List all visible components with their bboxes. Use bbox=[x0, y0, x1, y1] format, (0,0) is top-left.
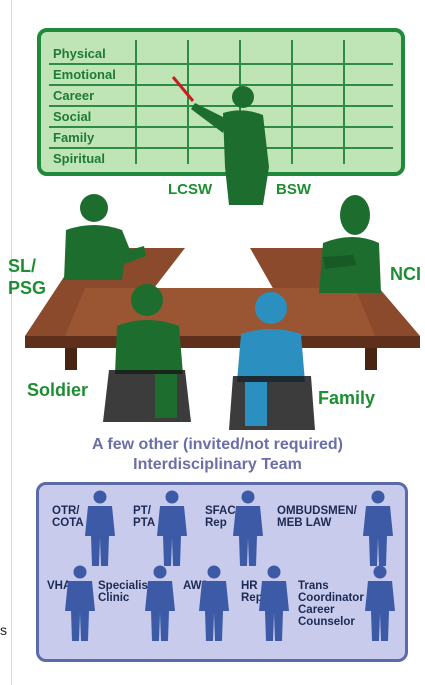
board-grid-line bbox=[49, 84, 393, 86]
board-row-spiritual: Spiritual bbox=[53, 151, 106, 166]
team-role-line: Clinic bbox=[98, 592, 130, 604]
nci-figure bbox=[319, 195, 381, 293]
person-icon bbox=[85, 490, 115, 566]
team-role-line: HR bbox=[241, 580, 258, 592]
team-role-line: Career bbox=[298, 604, 335, 616]
family-figure bbox=[229, 292, 315, 430]
person-icon bbox=[233, 490, 263, 566]
person-icon bbox=[259, 565, 289, 641]
team-role-line: VHA bbox=[47, 580, 72, 592]
role-lcsw: LCSW bbox=[168, 181, 213, 198]
team-title-line1: A few other (invited/not required) bbox=[92, 436, 343, 453]
presenter-figure bbox=[171, 76, 269, 205]
team-role-line: Rep bbox=[241, 592, 263, 604]
team-role-line: OMBUDSMEN/ bbox=[277, 505, 357, 517]
person-icon bbox=[157, 490, 187, 566]
board-grid-line bbox=[49, 63, 393, 65]
team-role-line: Counselor bbox=[298, 616, 355, 628]
role-soldier: Soldier bbox=[27, 380, 89, 400]
board-grid-line bbox=[343, 40, 345, 164]
team-role-hr-rep: HR Rep bbox=[241, 580, 263, 604]
team-role-pt-pta: PT/ PTA bbox=[133, 505, 155, 529]
person-icon bbox=[365, 565, 395, 641]
board-grid-line bbox=[291, 40, 293, 164]
team-role-line: Trans bbox=[298, 580, 329, 592]
team-role-specialist-clinic: Specialist Clinic bbox=[98, 580, 152, 604]
team-role-line: OTR/ bbox=[52, 505, 80, 517]
role-sl-psg-line1: SL/ bbox=[8, 256, 37, 276]
team-role-line: PT/ bbox=[133, 505, 151, 517]
team-role-vha: VHA bbox=[47, 580, 71, 592]
pointer-stick bbox=[171, 76, 195, 102]
board-row-career: Career bbox=[53, 88, 95, 103]
role-nci: NCI bbox=[390, 264, 421, 284]
team-role-trans-coordinator: Trans Coordinator Career Counselor bbox=[298, 580, 364, 628]
person-icon bbox=[145, 565, 175, 641]
stray-text: s bbox=[0, 622, 7, 638]
sl-psg-figure bbox=[64, 194, 146, 280]
team-role-line: COTA bbox=[52, 517, 84, 529]
team-role-line: Rep bbox=[205, 517, 227, 529]
role-sl-psg-line2: PSG bbox=[8, 278, 47, 298]
soldier-figure bbox=[103, 284, 191, 422]
board-row-emotional: Emotional bbox=[53, 67, 116, 82]
board-grid-line bbox=[49, 147, 393, 149]
team-role-line: Specialist bbox=[98, 580, 152, 592]
board-row-family: Family bbox=[53, 130, 95, 145]
person-icon bbox=[65, 565, 95, 641]
board-grid-line bbox=[135, 40, 137, 164]
role-sl-psg: SL/ PSG bbox=[8, 255, 46, 299]
team-role-line: SFAC bbox=[205, 505, 236, 517]
team-role-line: MEB LAW bbox=[277, 517, 332, 529]
person-icon bbox=[199, 565, 229, 641]
board-grid-line bbox=[49, 105, 393, 107]
team-role-ombudsmen: OMBUDSMEN/ MEB LAW bbox=[277, 505, 357, 529]
role-bsw: BSW bbox=[276, 181, 311, 198]
left-frame-line bbox=[11, 0, 12, 685]
team-role-otr-cota: OTR/ COTA bbox=[52, 505, 84, 529]
team-role-line: Coordinator bbox=[298, 592, 364, 604]
board-grid-line bbox=[187, 40, 189, 164]
person-icon bbox=[363, 490, 393, 566]
board-row-physical: Physical bbox=[53, 46, 106, 61]
team-title-line2: Interdisciplinary Team bbox=[133, 456, 302, 473]
holistic-board: Physical Emotional Career Social Family … bbox=[37, 28, 405, 176]
board-row-social: Social bbox=[53, 109, 92, 124]
role-family: Family bbox=[318, 388, 376, 408]
team-role-sfac-rep: SFAC Rep bbox=[205, 505, 236, 529]
team-role-line: PTA bbox=[133, 517, 156, 529]
